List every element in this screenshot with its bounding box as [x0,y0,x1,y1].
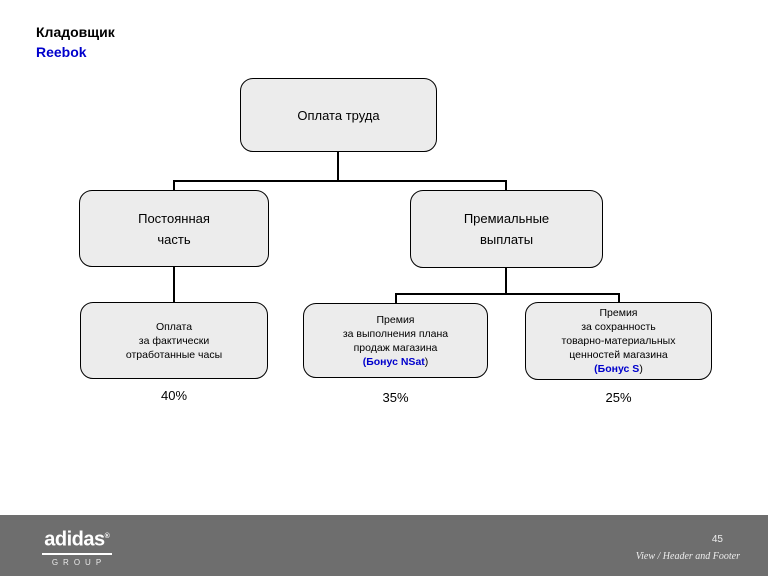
percent-safekeeping-bonus: 25% [605,390,632,405]
adidas-group-logo: adidas® GROUP [42,527,112,567]
bonus-s-paren: ) [639,363,643,375]
node-sales-bonus-line2: за выполнения плана [342,327,449,340]
bonus-s-label: (Бонус S [594,363,640,375]
node-safekeeping-bonus: Премия за сохранность товарно-материальн… [525,302,712,380]
bonus-nsat-paren: ) [424,355,429,368]
registered-trademark-icon: ® [104,533,110,540]
node-root-label: Оплата труда [297,107,380,123]
connector-level2-right-stub [618,293,620,303]
connector-level1-horizontal [173,180,507,182]
title-position-line: Кладовщик [36,24,115,40]
node-premium-line2: выплаты [479,232,534,247]
connector-level1-left-stub [173,180,175,191]
page-number: 45 [711,534,723,545]
footer-note: View / Header and Footer [635,551,740,562]
node-safekeeping-line4: ценностей магазина [569,349,668,361]
adidas-logo-group-text: GROUP [51,557,107,567]
percent-sales-bonus: 35% [382,390,409,405]
node-safekeeping-bonus-name: (Бонус S) [594,362,643,376]
node-sales-bonus-line3: продаж магазина [353,341,438,354]
footer-bar [0,515,768,576]
node-hourly-pay-line2: за фактически [138,334,210,347]
node-premium-line1: Премиальные [463,211,550,226]
node-fixed-part-line2: часть [157,231,191,247]
connector-level2-horizontal [395,293,620,295]
node-hourly-pay-line3: отработанные часы [125,348,223,361]
connector-level1-right-stub [505,180,507,191]
node-sales-bonus-line1: Премия [376,313,415,326]
node-sales-bonus-name: (Бонус NSat) [363,355,429,369]
connector-fixed-part-down [173,267,175,303]
node-fixed-part: Постоянная часть [79,190,269,267]
node-sales-plan-bonus: Премия за выполнения плана продаж магази… [303,303,488,378]
bonus-nsat-label: (Бонус NSat [362,355,425,368]
slide-title: Кладовщик Reebok [36,22,115,62]
node-root: Оплата труда [240,78,437,152]
node-hourly-pay-line1: Оплата [155,320,193,333]
node-safekeeping-line1: Премия [599,307,638,319]
connector-root-down [337,152,339,182]
percent-fixed-part: 40% [160,388,188,403]
adidas-logo-text: adidas [44,528,105,551]
title-brand-line: Reebok [36,44,87,60]
node-premium-payments: Премиальные выплаты [410,190,603,268]
logo-divider [42,552,112,555]
node-hourly-pay: Оплата за фактически отработанные часы [80,302,268,379]
node-fixed-part-line1: Постоянная [138,210,210,226]
connector-level2-left-stub [395,293,397,304]
node-safekeeping-line2: за сохранность [581,321,656,333]
node-safekeeping-line3: товарно-материальных [561,335,676,347]
connector-premium-down [505,268,507,295]
adidas-logo-wordmark: adidas® [42,527,112,550]
